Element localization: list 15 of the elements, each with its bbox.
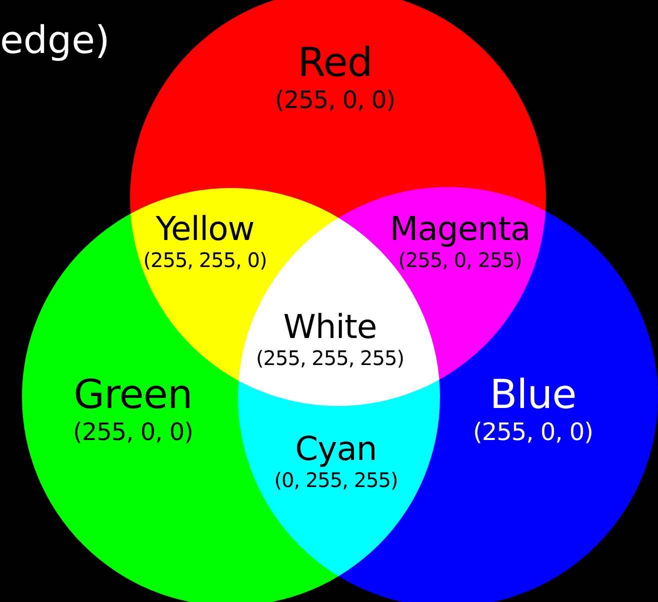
- color-name: Blue: [490, 372, 576, 418]
- color-name: White: [283, 308, 377, 346]
- color-name: Yellow: [156, 210, 254, 248]
- rgb-value: (255, 0, 0): [472, 418, 594, 447]
- color-name: Cyan: [295, 430, 377, 468]
- rgb-value: (255, 0, 255): [398, 248, 522, 272]
- rgb-value: (255, 0, 0): [72, 418, 194, 447]
- partial-heading: edge): [0, 18, 110, 62]
- rgb-value: (255, 255, 0): [143, 248, 267, 272]
- rgb-value: (255, 0, 0): [274, 86, 396, 115]
- rgb-value: (255, 255, 255): [256, 346, 404, 370]
- color-name: Magenta: [390, 210, 530, 248]
- color-name: Red: [298, 40, 372, 86]
- rgb-value: (0, 255, 255): [274, 468, 398, 492]
- color-name: Green: [74, 372, 192, 418]
